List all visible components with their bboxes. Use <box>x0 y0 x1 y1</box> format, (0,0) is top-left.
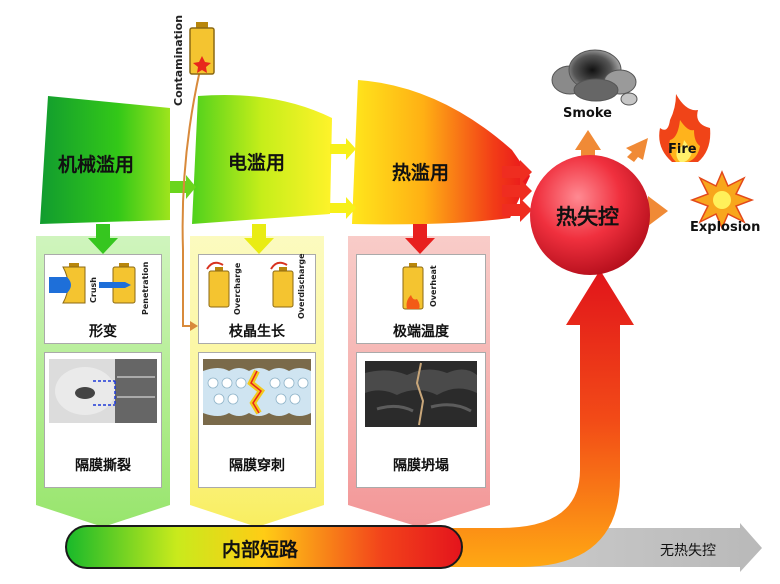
fire-label: Fire <box>668 142 697 157</box>
separator-tear-label: 隔膜撕裂 <box>75 458 131 474</box>
separator-tear-image <box>49 359 157 423</box>
separator-collapse-label: 隔膜坍塌 <box>393 458 449 474</box>
crush-label: Crush <box>89 277 98 303</box>
thermal-runaway-label: 热失控 <box>556 205 619 229</box>
separator-collapse-image <box>365 361 477 427</box>
overheat-label: Overheat <box>429 265 438 307</box>
electrical-abuse-label: 电滥用 <box>228 152 286 174</box>
short-circuit-bar <box>65 525 463 569</box>
no-runaway-label: 无热失控 <box>660 543 716 559</box>
extreme-temp-panel: Overheat 极端温度 <box>356 254 486 344</box>
upward-arrow <box>420 270 634 567</box>
deformation-panel: Crush Penetration 形变 <box>44 254 162 344</box>
therm-to-runaway-arrow-3 <box>502 198 532 222</box>
separator-collapse-panel: 隔膜坍塌 <box>356 352 486 488</box>
short-circuit-label: 内部短路 <box>222 539 299 561</box>
overcharge-overdischarge-icon <box>206 261 294 308</box>
contamination-battery-icon <box>189 22 215 75</box>
therm-to-runaway-arrow-2 <box>502 179 532 203</box>
extreme-temp-label: 极端温度 <box>393 324 449 340</box>
therm-down-arrow <box>405 224 435 254</box>
elec-to-therm-arrow-2 <box>330 197 356 219</box>
thermal-stage-shape <box>352 80 530 225</box>
overheat-icon <box>402 263 424 310</box>
fire-icon <box>659 94 711 162</box>
dendrite-label: 枝晶生长 <box>229 324 285 340</box>
separator-pierce-label: 隔膜穿刺 <box>229 458 285 474</box>
elec-to-therm-arrow-1 <box>330 138 356 160</box>
electrical-stage-shape <box>192 94 332 224</box>
crush-penetration-icon <box>49 263 136 304</box>
therm-to-runaway-arrow-1 <box>502 160 532 184</box>
elec-down-arrow <box>244 224 274 254</box>
smoke-label: Smoke <box>563 106 612 121</box>
thermal-abuse-label: 热滥用 <box>392 162 450 184</box>
smoke-icon <box>551 49 638 106</box>
explosion-label: Explosion <box>690 220 761 235</box>
contamination-line <box>181 69 201 327</box>
dendrite-panel: Overcharge Overdischarge 枝晶生长 <box>198 253 316 344</box>
penetration-label: Penetration <box>141 261 150 315</box>
overcharge-label: Overcharge <box>233 262 242 315</box>
explosion-icon <box>689 170 755 230</box>
overdischarge-label: Overdischarge <box>297 253 306 319</box>
runaway-ball <box>530 155 650 275</box>
deformation-label: 形变 <box>89 324 117 340</box>
mechanical-abuse-label: 机械滥用 <box>58 154 135 176</box>
separator-pierce-panel: 隔膜穿刺 <box>198 352 316 488</box>
separator-tear-panel: 隔膜撕裂 <box>44 352 162 488</box>
mechanical-stage-shape <box>40 96 170 224</box>
contamination-label: Contamination <box>172 14 185 106</box>
separator-pierce-image <box>203 359 311 425</box>
mech-down-arrow <box>88 224 118 254</box>
